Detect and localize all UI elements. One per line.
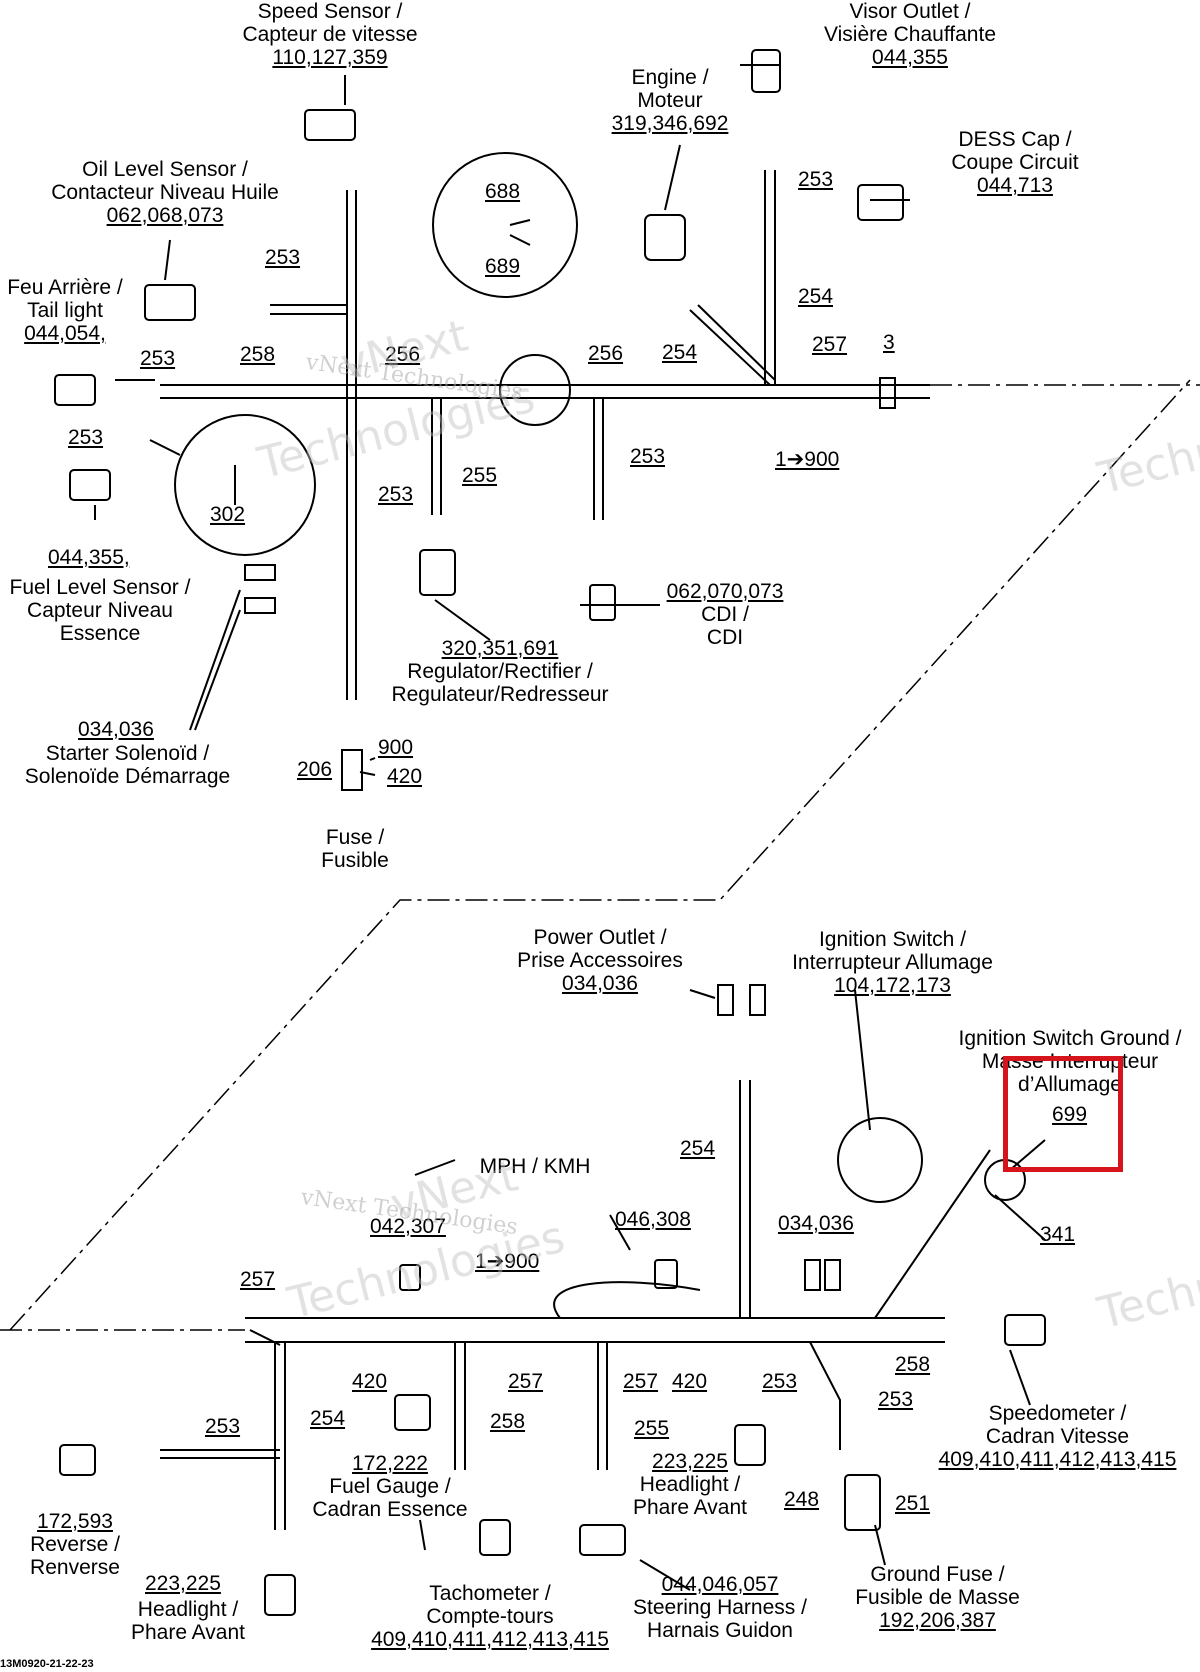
num-254-b: 254 <box>798 285 834 308</box>
lr-connector <box>69 469 111 501</box>
num-420: 420 <box>387 765 423 788</box>
dess-cap-label: DESS Cap /Coupe Circuit 044,713 <box>951 128 1079 197</box>
starter-label: Starter Solenoïd /Solenoïde Démarrage <box>24 742 231 788</box>
headlight-mid-label: 223,225 Headlight /Phare Avant <box>632 1450 748 1519</box>
b-num-258-a: 258 <box>490 1410 526 1433</box>
speed-sensor-label: Speed Sensor /Capteur de vitesse 110,127… <box>242 0 418 69</box>
num-255: 255 <box>462 464 498 487</box>
ground-fuse-label: Ground Fuse /Fusible de Masse 192,206,38… <box>855 1563 1020 1632</box>
ignition-switch-shape <box>837 1117 923 1203</box>
fuel-gauge-label: 172,222 Fuel Gauge /Cadran Essence <box>312 1452 468 1521</box>
b-num-420-b: 420 <box>672 1370 708 1393</box>
num-256-b: 256 <box>588 342 624 365</box>
ref-046-308: 046,308 <box>615 1208 691 1231</box>
num-3: 3 <box>883 331 895 354</box>
visor-connector <box>751 49 781 93</box>
reverse-label: 172,593 Reverse /Renverse <box>30 1510 120 1579</box>
b-num-257-c: 257 <box>623 1370 659 1393</box>
regulator-label: 320,351,691 Regulator/Rectifier /Regulat… <box>391 637 609 706</box>
cdi-connector <box>589 584 616 621</box>
engine-connector <box>644 214 686 261</box>
b-num-341: 341 <box>1040 1223 1076 1246</box>
num-257: 257 <box>812 333 848 356</box>
b-num-258-b: 258 <box>895 1353 931 1376</box>
b-num-255: 255 <box>634 1417 670 1440</box>
tail-light-label: Feu Arrière /Tail light 044,054, <box>7 276 123 345</box>
b-num-253-c: 253 <box>878 1388 914 1411</box>
mph-kmh-label: MPH / KMH <box>479 1155 591 1178</box>
ground-fuse-connector <box>844 1474 881 1531</box>
figure-code: 13M0920-21-22-23 <box>0 1658 94 1670</box>
engine-label: Engine /Moteur 319,346,692 <box>611 66 729 135</box>
oil-connector <box>144 284 196 321</box>
num-253-c: 253 <box>68 426 104 449</box>
power-outlet-connector-b <box>749 984 766 1016</box>
power-outlet-connector-a <box>717 984 734 1016</box>
b-num-254-a: 254 <box>680 1137 716 1160</box>
oil-level-label: Oil Level Sensor /Contacteur Niveau Huil… <box>51 158 279 227</box>
headlight-left-connector <box>264 1574 296 1616</box>
ref-034-036: 034,036 <box>778 1212 854 1235</box>
tachometer-label: Tachometer /Compte-tours 409,410,411,412… <box>371 1582 609 1651</box>
b-num-257-b: 257 <box>508 1370 544 1393</box>
num-253-e: 253 <box>630 445 666 468</box>
fuel-gauge-connector <box>394 1394 431 1431</box>
b-num-251: 251 <box>895 1492 931 1515</box>
num-258: 258 <box>240 343 276 366</box>
starter-ref-label: 034,036 <box>78 718 154 741</box>
num-688: 688 <box>485 180 521 203</box>
b-num-254-b: 254 <box>310 1407 346 1430</box>
headlight-mid-connector <box>734 1424 766 1466</box>
speedometer-connector <box>1004 1314 1046 1346</box>
ignition-switch-label: Ignition Switch /Interrupteur Allumage 1… <box>792 928 993 997</box>
reverse-connector <box>59 1444 96 1476</box>
lr-ref-label: 044,355, <box>48 546 130 569</box>
tach-connector <box>479 1519 511 1556</box>
steering-label: 044,046,057 Steering Harness /Harnais Gu… <box>633 1573 807 1642</box>
power-outlet-label: Power Outlet /Prise Accessoires 034,036 <box>517 926 683 995</box>
regulator-connector <box>419 549 456 596</box>
num-689: 689 <box>485 255 521 278</box>
num-253-b: 253 <box>140 347 176 370</box>
num-253-f: 253 <box>798 168 834 191</box>
top-vertical-trunk <box>346 190 357 700</box>
speedometer-label: Speedometer /Cadran Vitesse 409,410,411,… <box>938 1402 1177 1471</box>
num-302: 302 <box>210 503 246 526</box>
num-206: 206 <box>297 758 333 781</box>
num-253-d: 253 <box>378 483 414 506</box>
cdi-label: 062,070,073 CDI /CDI <box>666 580 784 649</box>
ignition-ground-ref: 699 <box>1052 1103 1088 1126</box>
num-1-to-900: 1➔900 <box>775 448 840 471</box>
ref-042-307: 042,307 <box>370 1215 446 1238</box>
bottom-main-harness <box>245 1317 945 1343</box>
dess-connector <box>857 184 904 221</box>
headlight-left-ref: 223,225 <box>145 1572 221 1595</box>
section-divider <box>9 379 1191 1331</box>
b-num-253-a: 253 <box>205 1415 241 1438</box>
detail-circle-302 <box>174 414 316 556</box>
b-num-253-b: 253 <box>762 1370 798 1393</box>
num-256-a: 256 <box>385 343 421 366</box>
b-num-420-a: 420 <box>352 1370 388 1393</box>
visor-outlet-label: Visor Outlet /Visière Chauffante 044,355 <box>823 0 996 69</box>
detail-circle-688 <box>432 152 578 298</box>
speed-sensor-connector <box>304 109 356 141</box>
highlight-box <box>1003 1056 1123 1172</box>
headlight-left-label: Headlight /Phare Avant <box>130 1598 246 1644</box>
b-num-1-to-900: 1➔900 <box>475 1250 540 1273</box>
num-254-a: 254 <box>662 341 698 364</box>
tail-connector <box>54 374 96 406</box>
fuse-label: Fuse /Fusible <box>321 826 389 872</box>
b-num-257-a: 257 <box>240 1268 276 1291</box>
fuse-body <box>341 749 363 791</box>
top-main-harness <box>160 384 930 399</box>
b-num-248: 248 <box>784 1488 820 1511</box>
steering-connector <box>579 1524 626 1556</box>
ignition-ground-label: Ignition Switch Ground /Masse Interrupte… <box>958 1027 1182 1096</box>
num-253-a: 253 <box>265 246 301 269</box>
num-900: 900 <box>378 736 414 759</box>
